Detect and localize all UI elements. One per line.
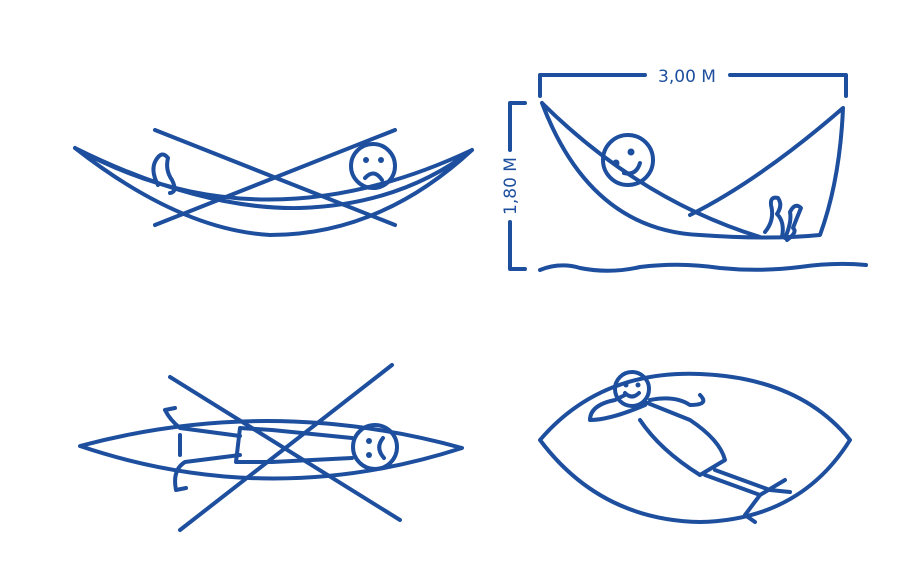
cross-icon xyxy=(153,128,397,227)
cross-icon xyxy=(168,363,402,532)
happy-face-icon xyxy=(613,370,651,408)
hammock-outline xyxy=(540,101,845,240)
hammock-top-outline xyxy=(78,419,464,481)
feet-icon xyxy=(763,195,803,242)
sad-face-icon xyxy=(351,423,399,471)
panel-correct-top-view xyxy=(538,370,852,524)
sad-face-icon xyxy=(349,142,397,190)
height-bracket xyxy=(508,101,527,271)
hammock-top-outline xyxy=(538,371,852,524)
person-body xyxy=(163,406,354,492)
ground-line xyxy=(538,261,868,273)
width-bracket xyxy=(538,73,848,98)
person-body xyxy=(588,393,792,524)
height-label: 1,80 M xyxy=(501,157,521,215)
panel-correct-diagonal-lying: 3,00 M 1,80 M xyxy=(501,67,868,273)
hammock-outline xyxy=(73,146,474,237)
panel-wrong-straight-lying xyxy=(73,128,474,237)
panel-wrong-top-view xyxy=(78,363,464,532)
foot-icon xyxy=(151,152,177,195)
happy-face-icon xyxy=(601,133,655,187)
width-label: 3,00 M xyxy=(658,67,716,87)
